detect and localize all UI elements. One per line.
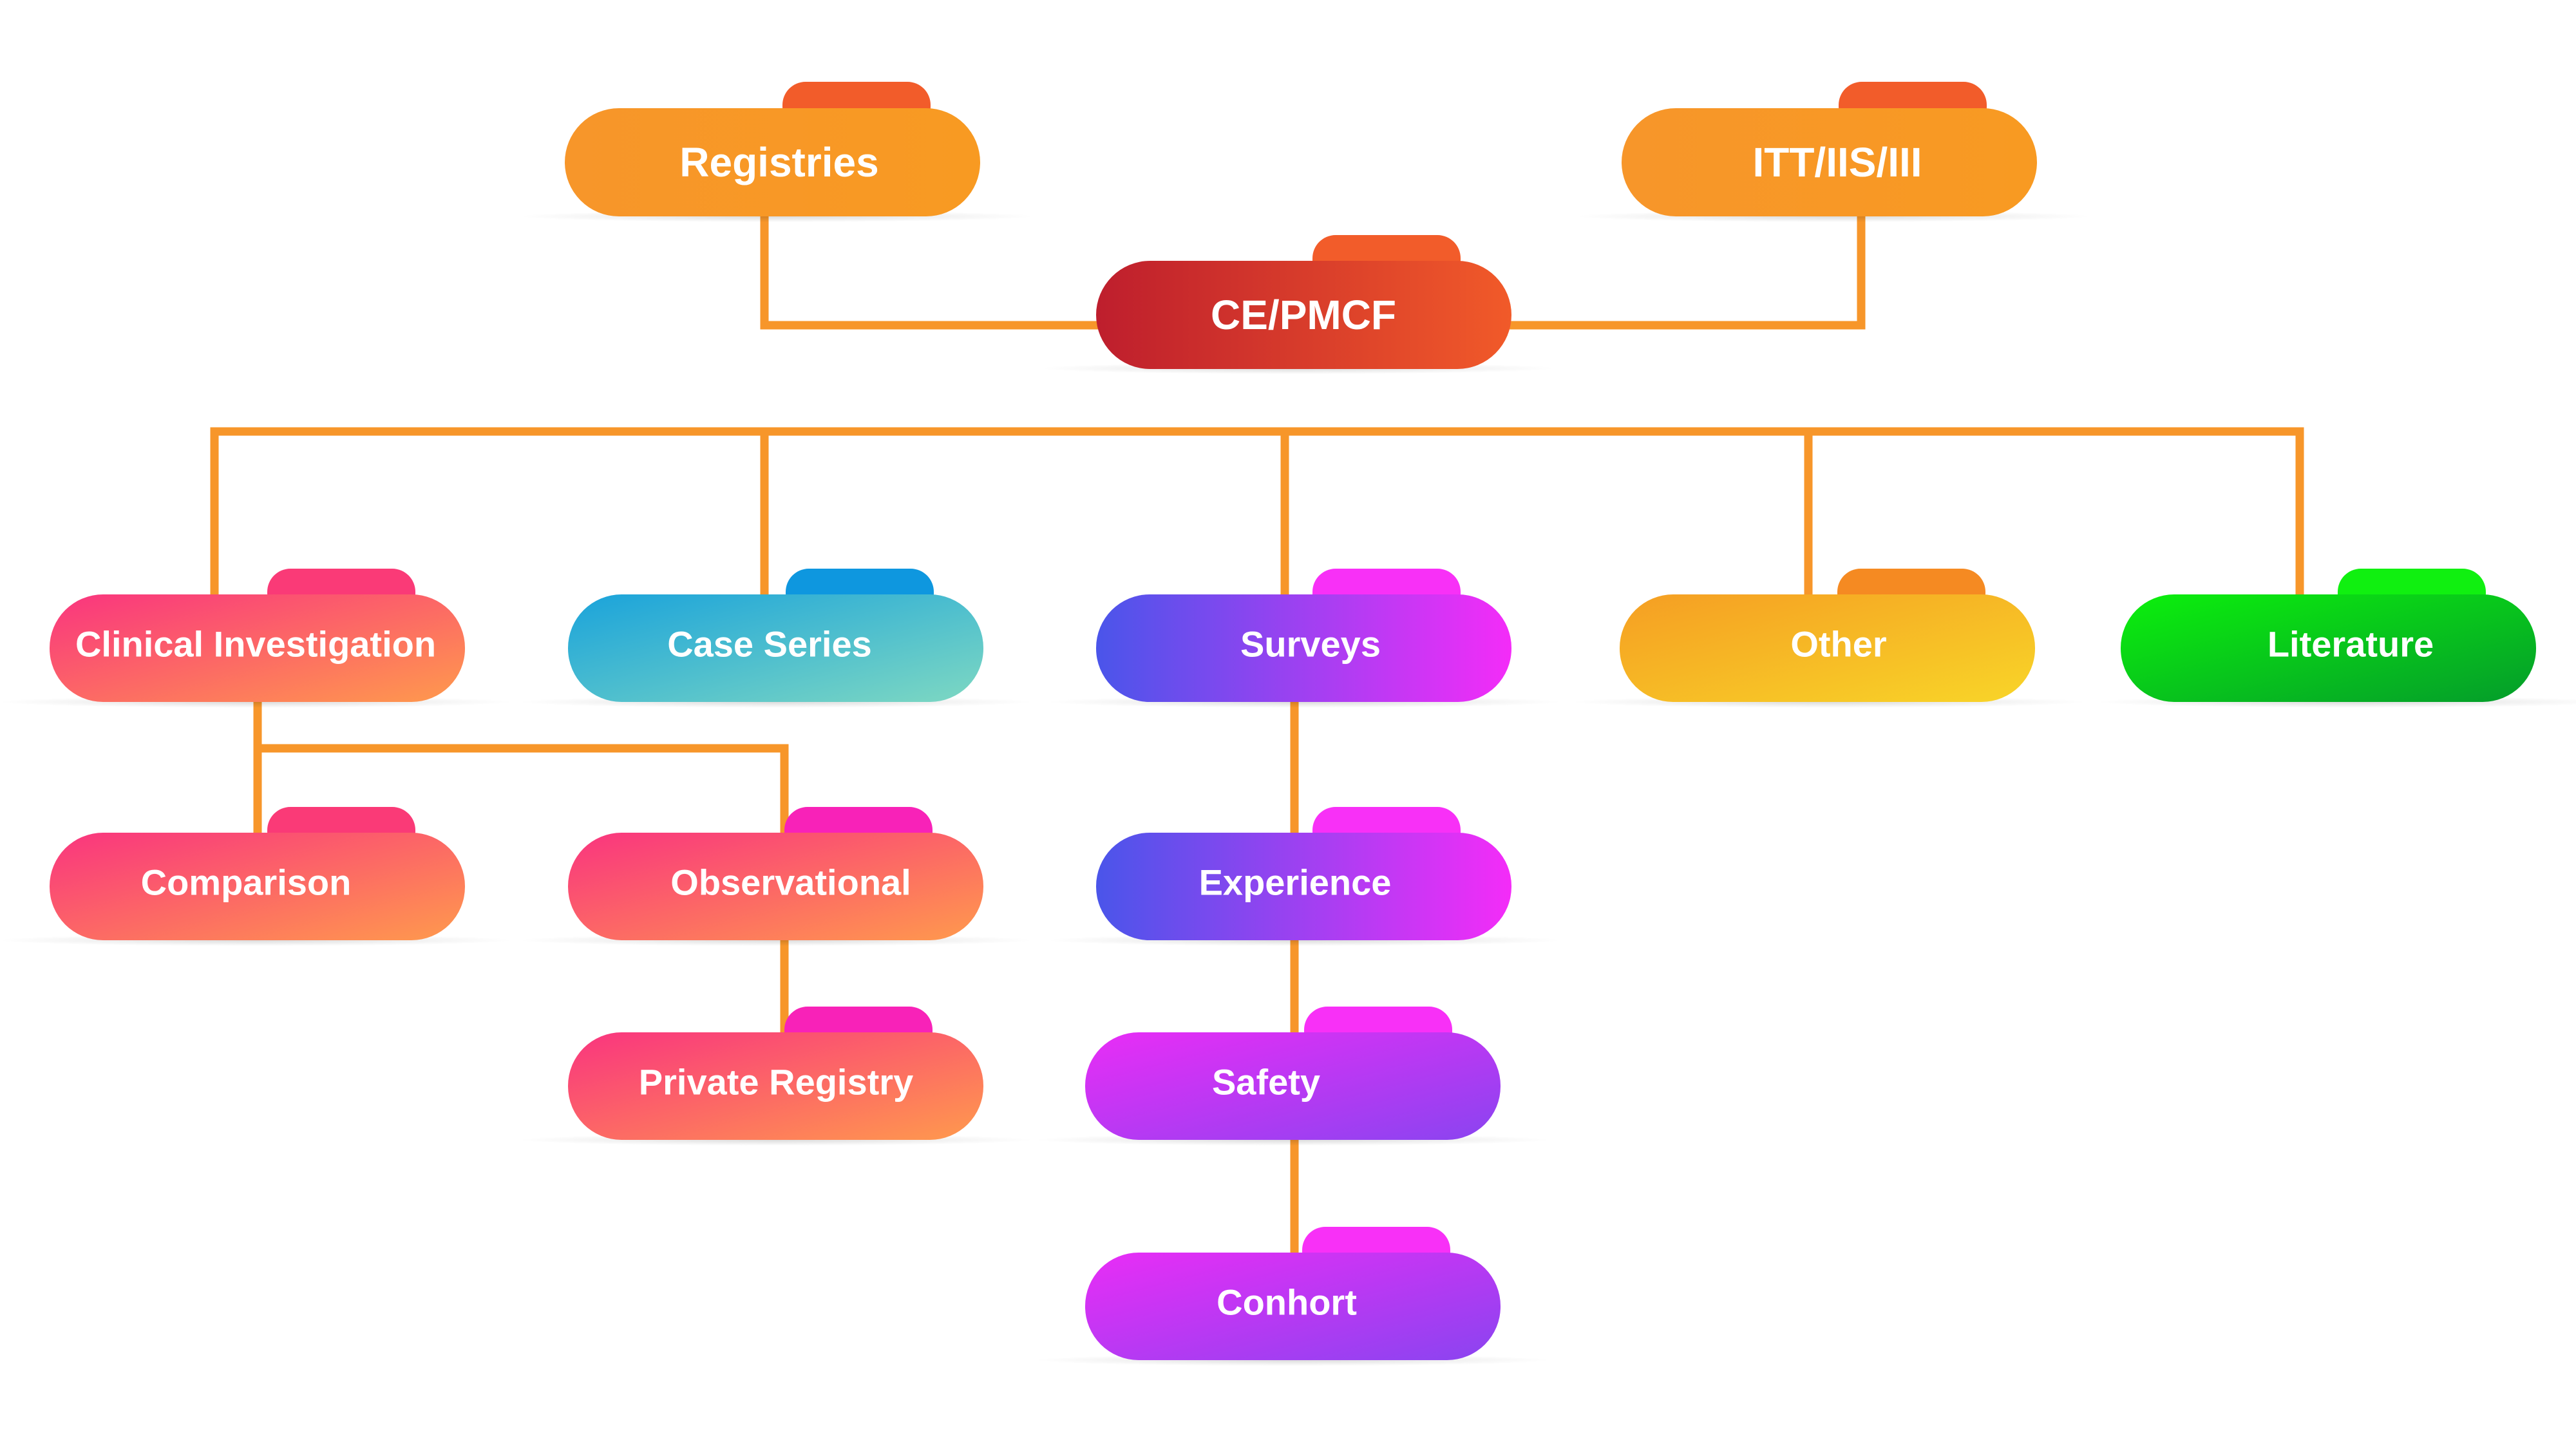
node-itt-iis-iii[interactable]: ITT/IIS/III [1576, 82, 2091, 222]
connectors [210, 216, 2304, 1253]
node-literature[interactable]: Literature [2096, 569, 2576, 708]
node-registries[interactable]: Registries [520, 82, 1035, 222]
node-ce-pmcf[interactable]: CE/PMCF [1040, 235, 1555, 374]
node-label: Experience [1199, 862, 1392, 903]
node-private-registry[interactable]: Private Registry [518, 1007, 1034, 1146]
node-label: Clinical Investigation [75, 624, 436, 665]
node-case-series[interactable]: Case Series [518, 569, 1034, 708]
node-label: CE/PMCF [1211, 292, 1396, 338]
node-observational[interactable]: Observational [518, 807, 1034, 946]
node-label: Case Series [667, 624, 872, 665]
connector-itt-ce [1507, 216, 1866, 330]
node-label: Conhort [1217, 1282, 1357, 1323]
node-surveys[interactable]: Surveys [1046, 569, 1562, 708]
node-other[interactable]: Other [1571, 569, 2087, 708]
node-label: Observational [670, 862, 911, 903]
node-experience[interactable]: Experience [1046, 807, 1562, 946]
node-label: Other [1790, 624, 1886, 665]
connector-main-bus [210, 427, 2304, 598]
node-label: Private Registry [639, 1062, 913, 1103]
node-clinical-investigation[interactable]: Clinical Investigation [0, 569, 513, 708]
node-conhort[interactable]: Conhort [1035, 1227, 1550, 1366]
connector-clinical-observational [258, 744, 789, 834]
node-label: Safety [1212, 1062, 1320, 1103]
connector-registries-ce [760, 216, 1101, 330]
node-label: Surveys [1240, 624, 1381, 665]
node-comparison[interactable]: Comparison [0, 807, 513, 946]
node-label: Comparison [141, 862, 352, 903]
node-safety[interactable]: Safety [1035, 1007, 1550, 1146]
node-label: Literature [2268, 624, 2434, 665]
node-label: Registries [679, 139, 878, 185]
node-label: ITT/IIS/III [1752, 139, 1922, 185]
